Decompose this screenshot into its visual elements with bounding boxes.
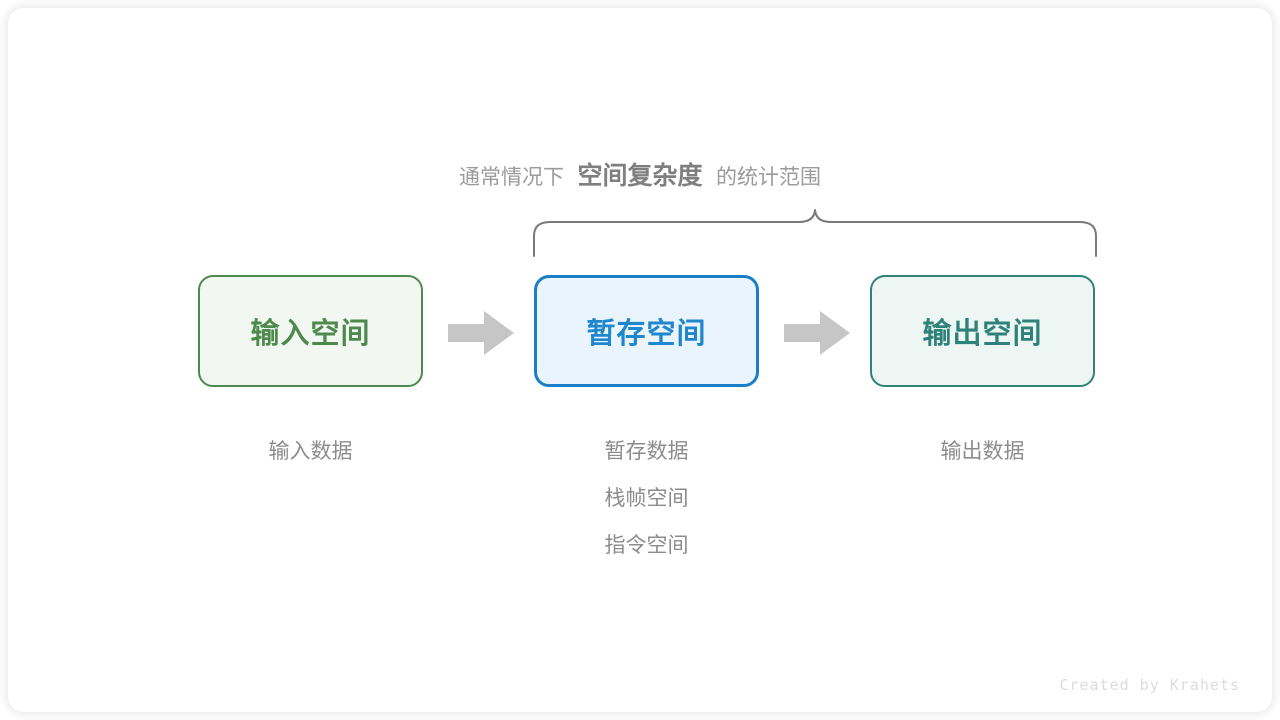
caption-group-temp: 暂存数据 栈帧空间 指令空间	[534, 428, 759, 569]
diagram-canvas: 通常情况下 空间复杂度 的统计范围 输入空间 暂存空间 输出空间 输入数据 暂存…	[8, 8, 1272, 712]
caption-temp-1: 栈帧空间	[604, 487, 689, 510]
caption-temp-0: 暂存数据	[604, 440, 689, 463]
box-output-space[interactable]: 输出空间	[870, 275, 1095, 387]
arrow-right-icon	[784, 311, 850, 355]
caption-temp-2: 指令空间	[604, 534, 689, 557]
box-input-space-label: 输入空间	[250, 318, 371, 350]
title-emphasis: 空间复杂度	[577, 162, 703, 190]
title-suffix: 的统计范围	[715, 166, 821, 189]
scope-brace-icon	[533, 209, 1097, 257]
box-output-space-label: 输出空间	[922, 318, 1043, 350]
box-temp-space-label: 暂存空间	[586, 318, 707, 350]
caption-group-output: 输出数据	[870, 428, 1095, 475]
watermark-credit: Created by Krahets	[1059, 676, 1240, 694]
box-input-space[interactable]: 输入空间	[198, 275, 423, 387]
title-prefix: 通常情况下	[459, 166, 565, 189]
caption-output-0: 输出数据	[940, 440, 1025, 463]
caption-input-0: 输入数据	[268, 440, 353, 463]
arrow-right-icon	[448, 311, 514, 355]
box-temp-space[interactable]: 暂存空间	[534, 275, 759, 387]
diagram-title: 通常情况下 空间复杂度 的统计范围	[8, 153, 1272, 203]
caption-group-input: 输入数据	[198, 428, 423, 475]
